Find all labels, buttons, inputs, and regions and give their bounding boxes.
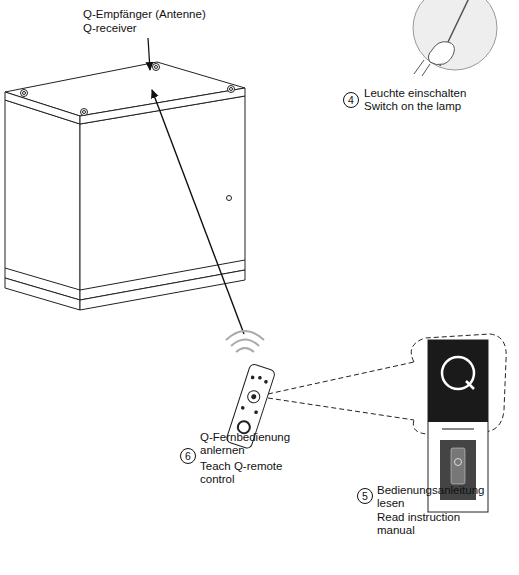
leader-arrow [148, 38, 150, 70]
step-text: Leuchte einschalten [364, 87, 466, 100]
step-text: Bedienungsanleitung lesen [377, 484, 495, 510]
label-text: Q-receiver [83, 22, 137, 35]
callout-number: 4 [343, 92, 359, 108]
step-text: Switch on the lamp [364, 100, 461, 113]
callout-bubble [268, 334, 506, 434]
signal-arrow [152, 90, 244, 334]
radio-waves [226, 331, 264, 352]
switch-illustration [413, 0, 497, 76]
callout-number: 6 [180, 448, 196, 464]
step-text: Read instruction manual [377, 511, 487, 537]
label-text: Q-Empfänger (Antenne) [83, 8, 206, 21]
step-text: Q-Fernbedienung anlernen [200, 431, 308, 457]
callout-number: 5 [357, 488, 373, 504]
cube-lamp [5, 62, 245, 310]
step-text: Teach Q-remote control [200, 460, 300, 486]
